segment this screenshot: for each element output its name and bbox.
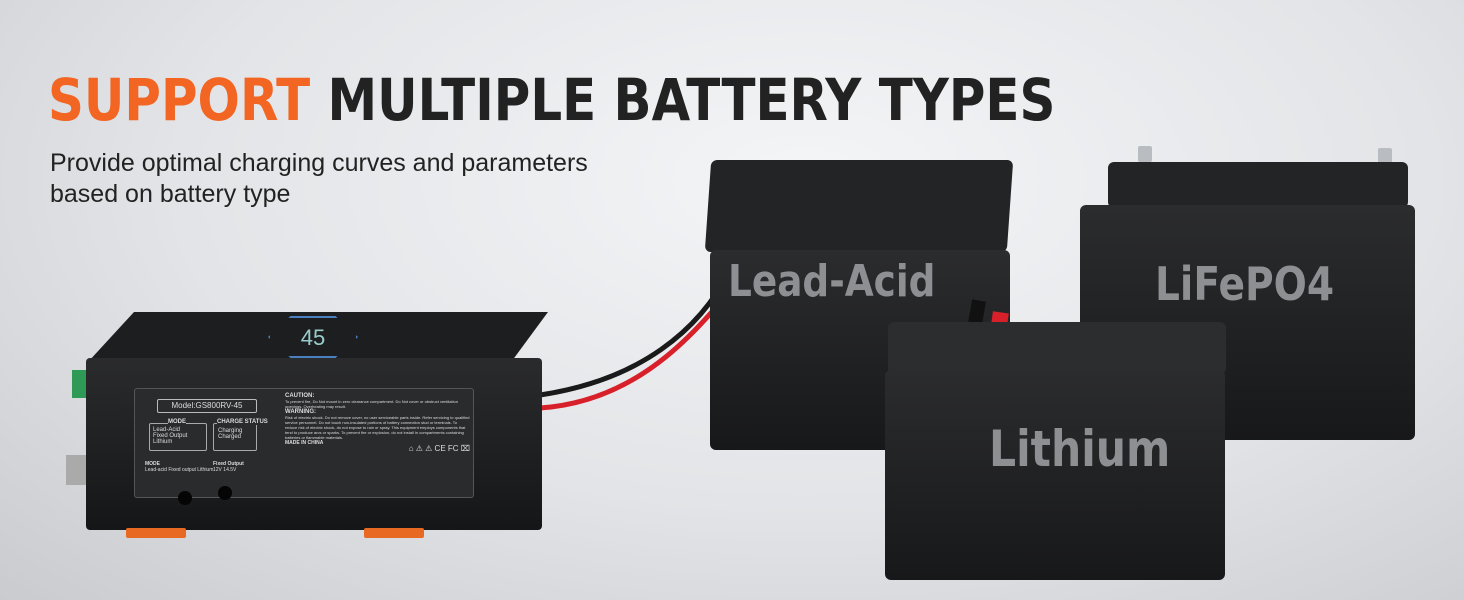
output-knob[interactable] bbox=[218, 486, 232, 500]
mode-title: MODE bbox=[168, 419, 186, 425]
battery-label: Lithium bbox=[989, 420, 1171, 478]
headline-highlight: SUPPORT bbox=[48, 66, 311, 134]
subtitle: Provide optimal charging curves and para… bbox=[50, 149, 588, 208]
model-text: Model:GS800RV-45 bbox=[157, 399, 257, 413]
warning-block: CAUTION:To prevent fire, Do Not mount in… bbox=[285, 393, 470, 453]
battery-top bbox=[1108, 162, 1408, 208]
battery-top bbox=[888, 322, 1226, 374]
battery-label: Lead-Acid bbox=[728, 256, 936, 307]
charger-logo: 45 bbox=[268, 316, 358, 358]
mode-knob[interactable] bbox=[178, 491, 192, 505]
terminal bbox=[1138, 146, 1152, 162]
battery-label: LiFePO4 bbox=[1155, 257, 1335, 311]
green-terminal bbox=[72, 370, 86, 398]
status-charged: Charged bbox=[218, 434, 242, 440]
battery-body: Lithium bbox=[885, 370, 1225, 580]
mode-fixed-output: Fixed Output bbox=[153, 433, 188, 439]
mode-lead-acid: Lead-Acid bbox=[153, 427, 181, 433]
terminal bbox=[1378, 148, 1392, 164]
mount-foot bbox=[126, 528, 186, 538]
headline-rest: MULTIPLE BATTERY TYPES bbox=[327, 66, 1056, 134]
certification-icons: ⌂ ⚠ ⚠ CE FC ⌧ bbox=[408, 444, 470, 453]
status-charging: Charging bbox=[218, 428, 243, 434]
charger-top: 45 bbox=[88, 312, 548, 362]
charge-status-title: CHARGE STATUS bbox=[217, 419, 268, 425]
headline: SUPPORT MULTIPLE BATTERY TYPES bbox=[48, 66, 1055, 134]
battery-top bbox=[704, 160, 1014, 252]
mount-foot bbox=[364, 528, 424, 538]
mode-lithium: Lithium bbox=[153, 439, 173, 445]
output-stud bbox=[66, 455, 86, 485]
